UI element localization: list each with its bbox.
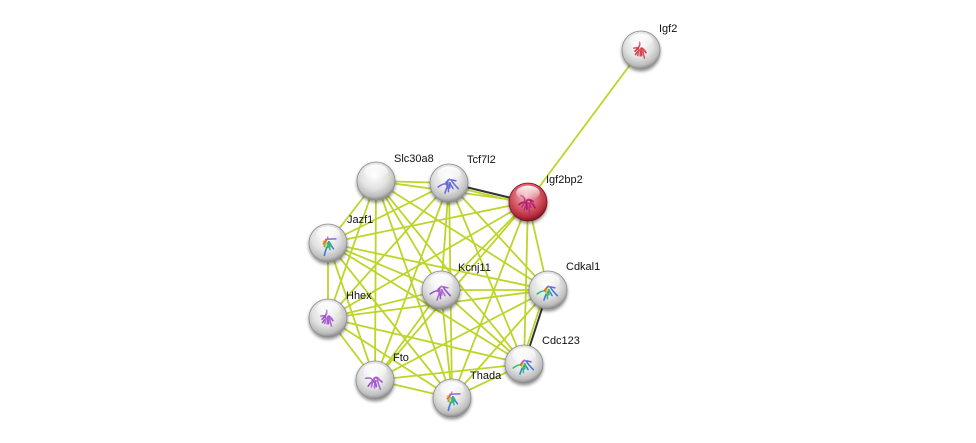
node-label-cdc123: Cdc123 — [542, 335, 580, 347]
edge-jazf1-cdc123[interactable] — [327, 242, 525, 365]
edge-jazf1-kcnj11[interactable] — [327, 242, 442, 291]
node-label-fto: Fto — [393, 352, 409, 364]
node-gloss — [316, 301, 340, 317]
edge-slc30a8-hhex[interactable] — [327, 180, 377, 319]
node-gloss — [536, 273, 560, 289]
node-label-slc30a8: Slc30a8 — [394, 153, 434, 165]
node-igf2bp2[interactable] — [508, 182, 548, 222]
node-label-thada: Thada — [470, 370, 502, 382]
node-label-jazf1: Jazf1 — [347, 214, 373, 226]
edge-igf2bp2-jazf1[interactable] — [327, 201, 529, 244]
node-label-igf2: Igf2 — [659, 23, 677, 35]
node-label-kcnj11: Kcnj11 — [458, 262, 491, 274]
node-gloss — [512, 347, 536, 363]
node-tcf7l2[interactable] — [429, 163, 469, 203]
edge-hhex-cdc123[interactable] — [327, 317, 525, 365]
node-label-tcf7l2: Tcf7l2 — [467, 154, 496, 166]
node-label-cdkal1: Cdkal1 — [566, 261, 600, 273]
node-kcnj11[interactable] — [421, 270, 461, 310]
node-label-igf2bp2: Igf2bp2 — [546, 174, 583, 186]
node-fto[interactable] — [355, 360, 395, 400]
edges-layer — [327, 49, 642, 399]
node-gloss — [363, 363, 387, 379]
edge-slc30a8-thada[interactable] — [375, 180, 453, 399]
edge-jazf1-cdkal1[interactable] — [327, 242, 549, 291]
edge-slc30a8-cdkal1[interactable] — [375, 180, 549, 291]
edge-igf2bp2-thada[interactable] — [451, 201, 529, 399]
node-gloss — [364, 164, 388, 180]
node-gloss — [437, 166, 461, 182]
edge-hhex-thada[interactable] — [327, 317, 453, 399]
edge-tcf7l2-cdc123[interactable] — [448, 182, 525, 365]
node-cdkal1[interactable] — [528, 270, 568, 310]
edge-cdkal1-thada[interactable] — [451, 289, 549, 399]
node-jazf1[interactable] — [308, 223, 348, 263]
node-gloss — [429, 273, 453, 289]
edge-igf2-igf2bp2[interactable] — [527, 49, 642, 203]
purple-protein-structure-icon — [364, 376, 383, 391]
node-gloss — [629, 33, 653, 49]
node-gloss — [440, 381, 464, 397]
edge-igf2bp2-cdc123[interactable] — [523, 201, 529, 365]
edge-tcf7l2-jazf1[interactable] — [327, 182, 450, 244]
node-igf2[interactable] — [621, 30, 661, 70]
node-gloss — [316, 226, 340, 242]
magenta-protein-structure-icon — [518, 194, 536, 215]
edge-kcnj11-hhex[interactable] — [327, 289, 442, 319]
edge-igf2bp2-hhex[interactable] — [327, 201, 529, 319]
nodes-layer — [308, 30, 661, 418]
node-hhex[interactable] — [308, 298, 348, 338]
edge-tcf7l2-fto[interactable] — [374, 182, 450, 381]
edge-tcf7l2-hhex[interactable] — [327, 182, 450, 319]
node-cdc123[interactable] — [504, 344, 544, 384]
node-label-hhex: Hhex — [346, 290, 372, 302]
edge-cdc123-fto[interactable] — [374, 363, 525, 381]
edge-igf2bp2-kcnj11[interactable] — [440, 201, 529, 291]
node-thada[interactable] — [432, 378, 472, 418]
node-gloss — [516, 185, 540, 201]
edge-slc30a8-kcnj11[interactable] — [375, 180, 442, 291]
edge-jazf1-thada[interactable] — [327, 242, 453, 399]
edge-cdkal1-fto[interactable] — [374, 289, 549, 381]
node-slc30a8[interactable] — [356, 161, 396, 201]
edge-slc30a8-fto[interactable] — [374, 180, 377, 381]
